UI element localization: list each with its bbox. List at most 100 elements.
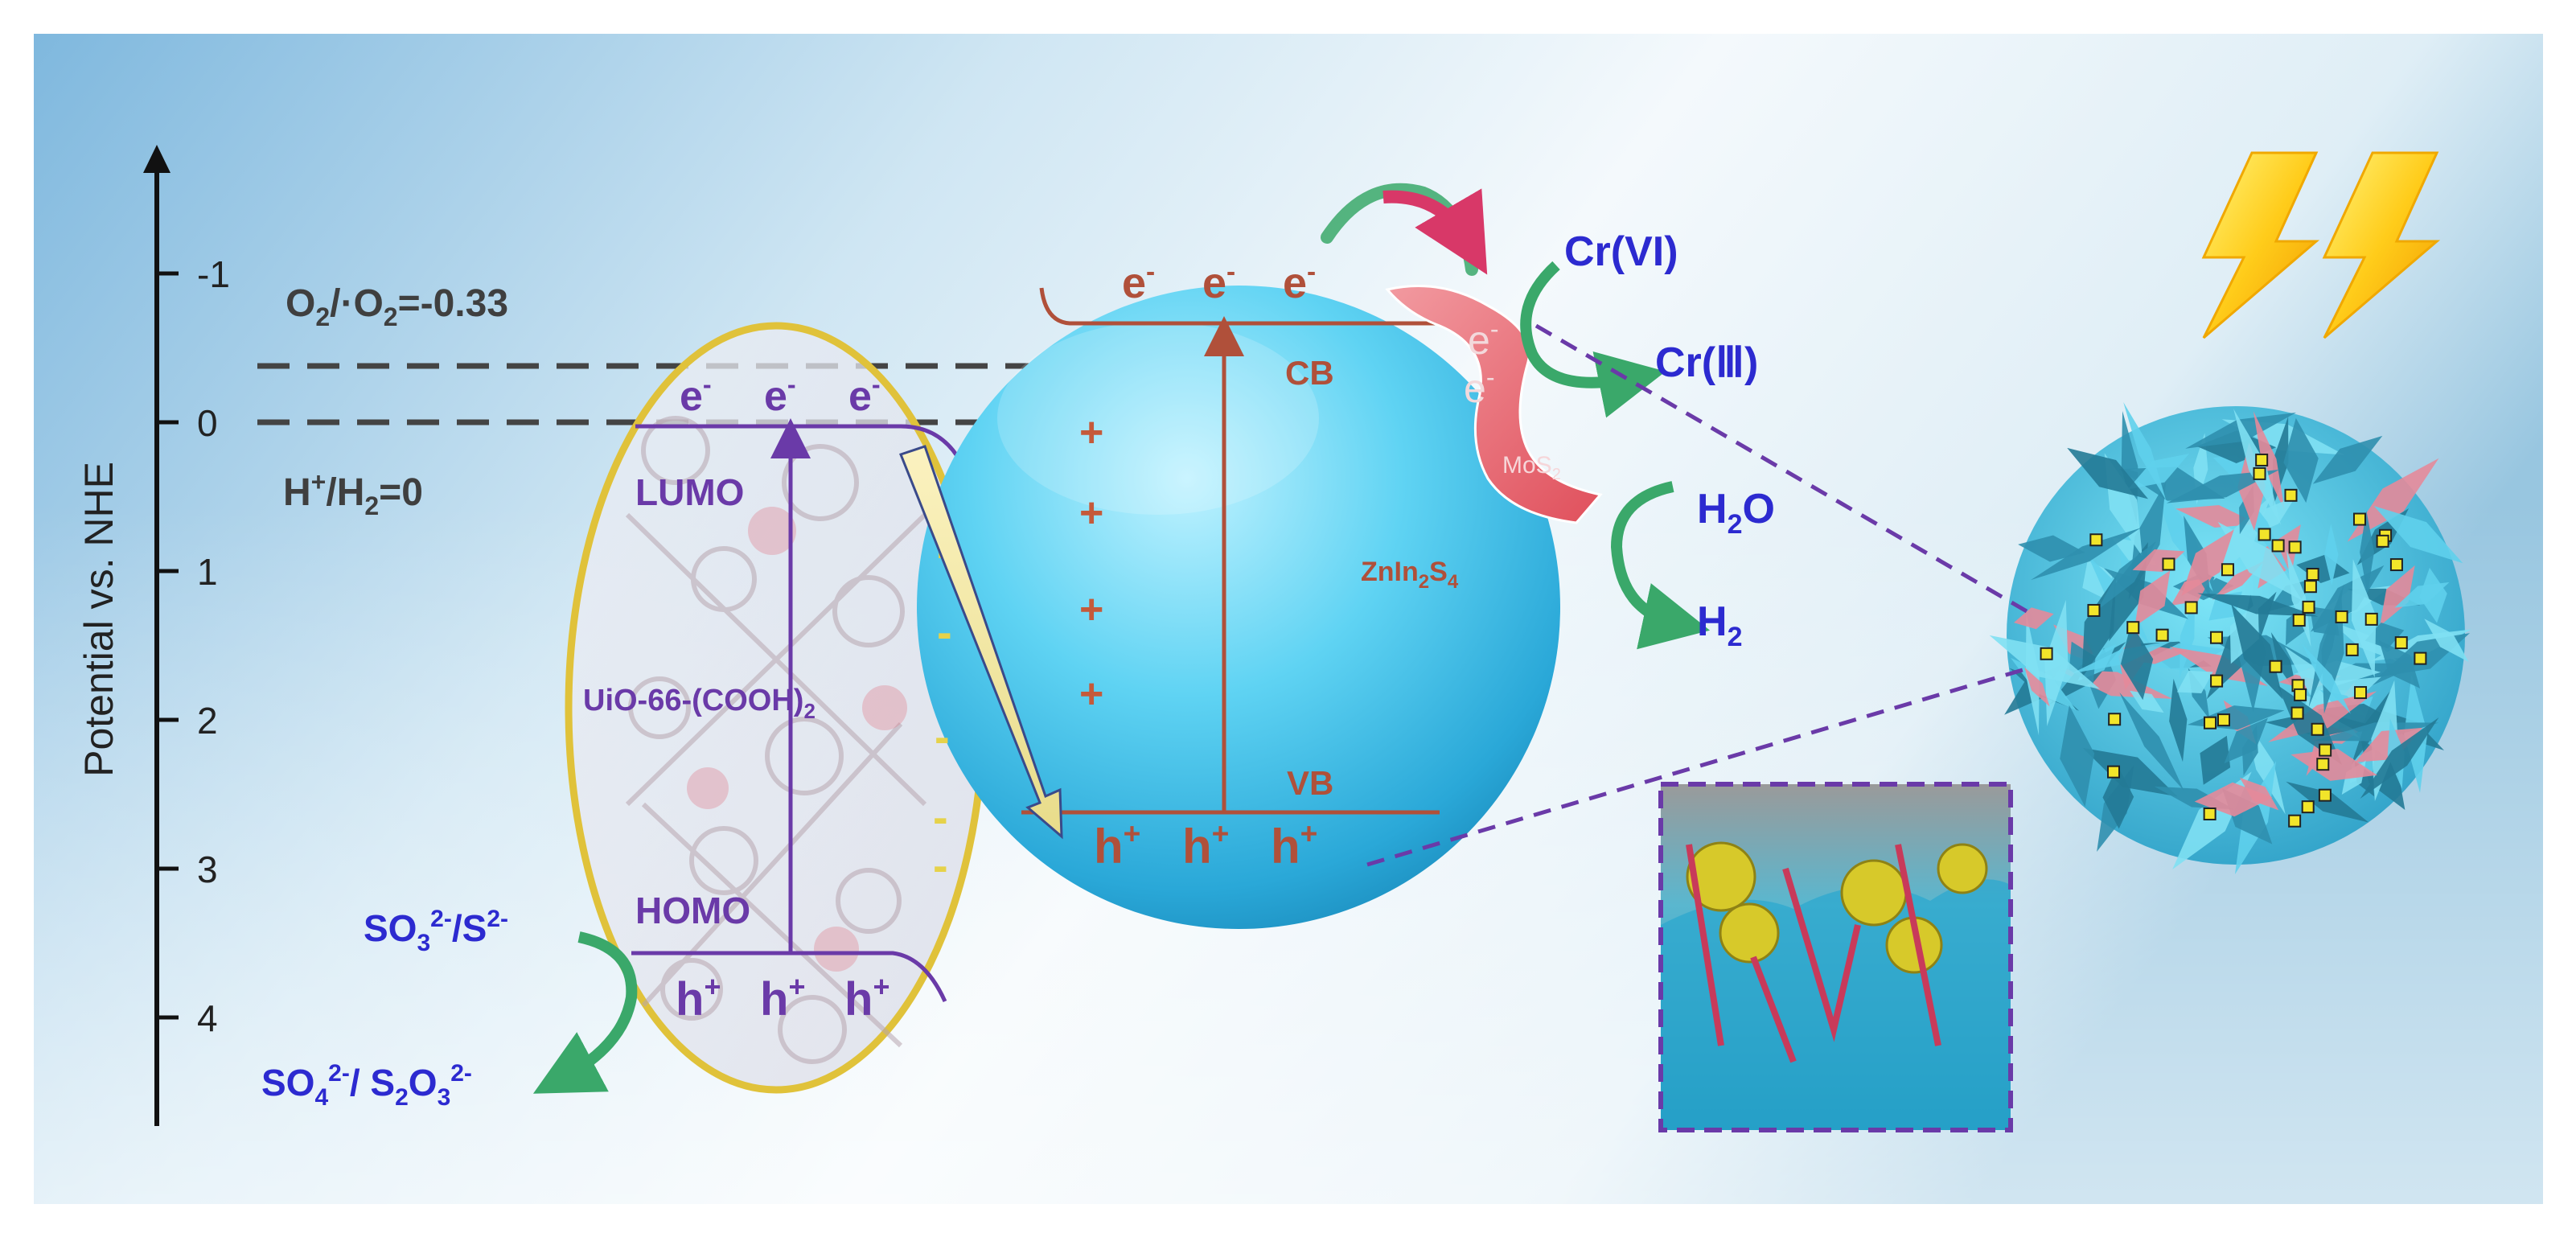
nanosheet-petal <box>2268 691 2377 742</box>
mof-particle <box>2318 788 2332 802</box>
mof-particle <box>2335 610 2348 623</box>
sacrificial-agent-arrow <box>532 931 638 1094</box>
nanosheet-petal <box>2060 705 2095 807</box>
nanosheet-petal <box>2373 505 2463 564</box>
minus-mark: - <box>935 711 950 762</box>
o2-level-label: O2/·O2=-0.33 <box>286 282 508 331</box>
plus-mark: + <box>1079 671 1103 717</box>
nanosheet-petal <box>2360 510 2374 594</box>
znin2s4-holes: h+h+h+ <box>1094 816 1317 873</box>
znin2s4-hole: h+ <box>1182 816 1229 873</box>
uio66-hole: h+ <box>676 970 721 1025</box>
znin2s4-electron: e- <box>1283 257 1316 307</box>
mos2-electron: e- <box>1464 363 1494 411</box>
nanosheet-petal <box>2121 623 2154 701</box>
axis-tick-label: 0 <box>197 402 218 444</box>
mof-particle <box>2155 628 2169 642</box>
nanosheet-petal <box>2424 619 2469 663</box>
mof-particle <box>2364 612 2378 626</box>
axis-tick-label: 3 <box>197 849 218 890</box>
axis-tick-label: 1 <box>197 551 218 593</box>
nanosheet-petal <box>2253 411 2285 512</box>
nanosheet-petal <box>2237 442 2266 531</box>
cr-reduction-arrow <box>1520 261 1666 418</box>
nanosheet-petal <box>2130 690 2164 713</box>
minus-mark: - <box>937 606 952 657</box>
mof-particle <box>2414 651 2427 665</box>
nanosheet-petal <box>2290 749 2377 781</box>
uio66-electrons: e-e-e- <box>680 370 881 420</box>
mof-particle <box>2288 540 2302 554</box>
nanosheet-petal <box>2134 570 2171 627</box>
mos2-name: MoS2 <box>1502 452 1561 483</box>
mof-particle <box>2255 453 2269 466</box>
mof-particle <box>2301 800 2315 814</box>
minus-mark: - <box>933 840 948 890</box>
mof-particle <box>2294 688 2307 701</box>
sem-inset-image <box>1658 782 2013 1132</box>
mof-particle <box>2221 563 2234 577</box>
nanosheet-petal <box>2200 735 2231 785</box>
sacrificial-agent-out: SO42-/ S2O32- <box>261 1060 472 1111</box>
mof-particle <box>2087 603 2101 617</box>
nanosheet-petal <box>2217 521 2303 601</box>
sacrificial-agent-in: SO32-/S2- <box>364 906 508 956</box>
znin2s4-sphere <box>917 286 1560 929</box>
mof-particle <box>2316 758 2330 771</box>
mos2-electron: e- <box>1468 314 1498 363</box>
uio66-electron: e- <box>764 370 796 420</box>
h2-evolution-arrow <box>1610 481 1711 650</box>
axis-tick-label: 2 <box>197 700 218 742</box>
mof-particle <box>2204 716 2217 730</box>
plus-mark: + <box>1079 490 1103 536</box>
nanosheet-petal <box>2181 529 2234 597</box>
nanosheet-petal <box>2351 559 2377 678</box>
mof-framework-texture <box>625 416 927 1064</box>
axis-arrowhead <box>143 145 171 173</box>
nanosheet-petal <box>2176 670 2213 694</box>
nanosheet-petal <box>2302 643 2351 714</box>
plus-mark: + <box>1079 586 1103 633</box>
uio66-ellipse <box>565 322 988 1094</box>
nanosheet-petal <box>2166 469 2280 503</box>
mof-particle <box>2290 706 2304 720</box>
nanosheet-petal <box>2283 417 2319 503</box>
mof-particle <box>2209 631 2223 644</box>
mof-particle <box>2311 722 2324 736</box>
nanosheet-petal <box>2347 458 2439 542</box>
mof-particle <box>2269 660 2282 673</box>
nanosheet-petal <box>2013 607 2054 630</box>
mof-particle <box>2306 568 2319 582</box>
mof-particle <box>2319 743 2332 757</box>
mof-particle <box>2107 765 2121 779</box>
nanosheet-petal <box>2067 447 2149 499</box>
nanosheet-petal <box>2169 678 2188 762</box>
nanosheet-petal <box>2097 540 2157 610</box>
nanosheet-petal <box>2171 577 2212 606</box>
mof-particle <box>2184 601 2198 614</box>
mof-particle <box>2040 647 2053 660</box>
mof-particle <box>2302 600 2315 614</box>
znin2s4-name: ZnIn2S4 <box>1361 557 1459 593</box>
mof-particle <box>2210 674 2224 688</box>
positive-charge-marks: ++++ <box>1079 409 1103 717</box>
uio66-electron: e- <box>848 370 881 420</box>
axis-tick-label: -1 <box>197 253 230 295</box>
uio66-hole: h+ <box>760 970 805 1025</box>
axis-label: Potential vs. NHE <box>76 462 121 777</box>
nanosheet-petal <box>2031 528 2141 581</box>
mof-particle <box>2352 512 2366 526</box>
h2-label: H2 <box>1697 598 1742 652</box>
znin2s4-hole: h+ <box>1094 816 1140 873</box>
nanosheet-petal <box>2296 554 2350 584</box>
axis-tick-label: 4 <box>197 997 218 1039</box>
znin2s4-electron: e- <box>1202 257 1235 307</box>
nanosheet-petal <box>2127 454 2190 490</box>
nanosheet-petal <box>2324 524 2339 586</box>
nanosheet-petal <box>2419 567 2447 623</box>
minus-mark: - <box>933 791 948 842</box>
composite-nanoflower <box>1989 402 2471 875</box>
light-irradiation-icon <box>2201 151 2441 339</box>
